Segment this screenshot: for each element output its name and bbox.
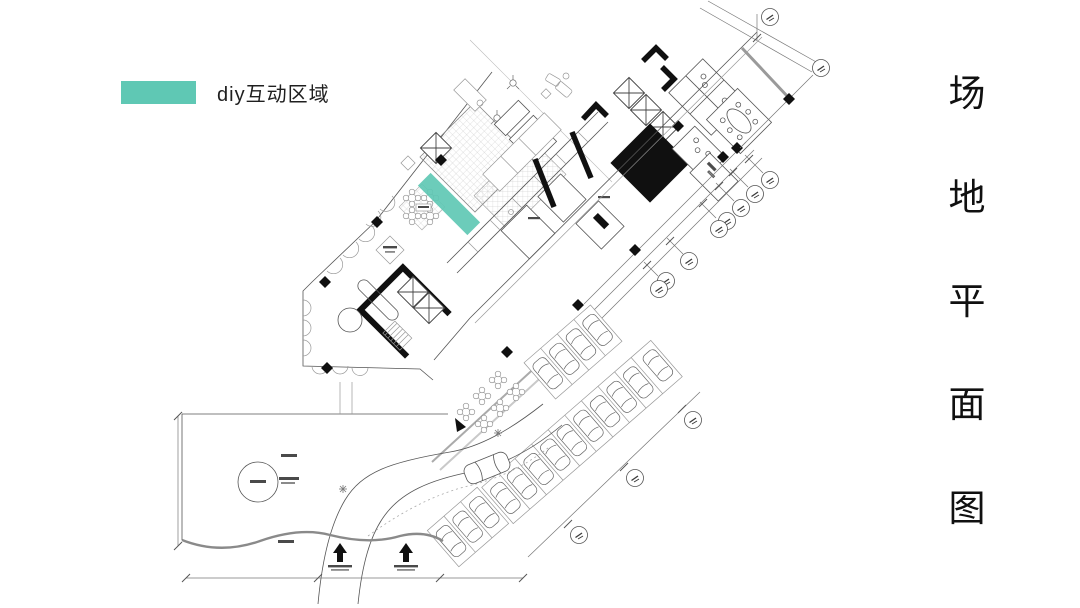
entrance-arrows — [328, 543, 418, 571]
title-char: 场 — [948, 74, 986, 115]
parking-upper-row — [523, 304, 623, 400]
plaza-circle — [237, 461, 279, 503]
top-right-boundary — [699, 0, 831, 149]
parking-mini-row — [426, 486, 510, 568]
legend: diy互动区域 — [121, 78, 330, 107]
entrance-arrow-icon — [328, 543, 352, 571]
road — [317, 403, 563, 605]
legend-label: diy互动区域 — [217, 84, 330, 106]
diy-zone-highlight — [417, 172, 481, 236]
title-char: 平 — [948, 281, 986, 323]
legend-swatch-rect — [121, 81, 196, 104]
upper-right-rooms — [668, 58, 773, 202]
legend-swatch — [121, 81, 196, 104]
black-mass — [610, 123, 690, 203]
corridor-rooms — [446, 44, 680, 274]
car-on-road — [463, 451, 511, 485]
title-char: 面 — [948, 385, 986, 427]
page-title: 场 地 平 面 图 — [941, 76, 993, 528]
parking-long-row — [481, 339, 703, 558]
building-core — [337, 235, 452, 359]
grid-bubbles — [433, 31, 780, 361]
entrance-arrow-icon — [394, 543, 418, 571]
bottom-dimension — [181, 573, 528, 583]
title-char: 图 — [948, 489, 986, 530]
title-char: 地 — [948, 177, 986, 219]
plaza — [173, 382, 448, 551]
